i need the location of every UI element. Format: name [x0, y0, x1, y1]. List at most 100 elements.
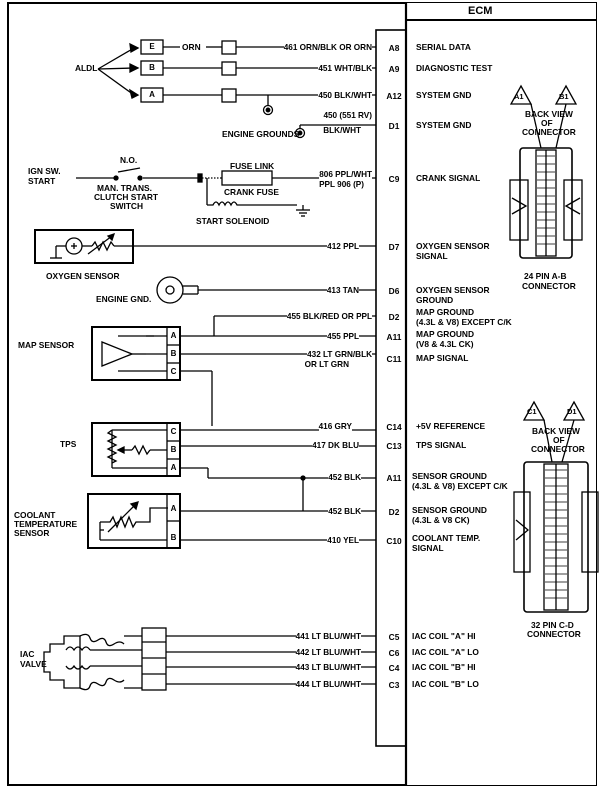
wire-label: 417 DK BLU: [312, 441, 359, 450]
ecm-signal: COOLANT TEMP.: [412, 533, 481, 543]
tps-pin-b: B: [170, 445, 177, 454]
connector-cd-caption-1: 32 PIN C-D: [531, 620, 574, 630]
ecm-signal: SENSOR GROUND: [412, 471, 487, 481]
aldl-pin-a: A: [149, 90, 155, 99]
wire-label: 444 LT BLU/WHT: [295, 680, 361, 689]
iac-label-2: VALVE: [20, 659, 47, 669]
wire-label: 450 (551 RV): [323, 111, 372, 120]
start-solenoid-label: START SOLENOID: [196, 216, 270, 226]
tps-pin-a: A: [170, 463, 177, 472]
tps-label: TPS: [60, 439, 77, 449]
no-label: N.O.: [120, 155, 138, 165]
wire-label: 455 PPL: [327, 332, 359, 341]
engine-grounds-label: ENGINE GROUNDS: [222, 129, 300, 139]
crank-fuse-label: CRANK FUSE: [224, 187, 279, 197]
wire-label: 461 ORN/BLK OR ORN: [283, 43, 372, 52]
wire-label-2: OR LT GRN: [304, 360, 349, 369]
engine-gnd-label: ENGINE GND.: [96, 294, 152, 304]
map-pin-b: B: [170, 349, 177, 358]
connector-cd-caption-2: CONNECTOR: [527, 629, 581, 639]
tps-pin-c: C: [170, 427, 177, 436]
map-sensor-label: MAP SENSOR: [18, 340, 75, 350]
aldl-orn-label: ORN: [182, 42, 201, 52]
oxygen-sensor-label: OXYGEN SENSOR: [46, 271, 120, 281]
aldl-pin-b: B: [149, 63, 155, 72]
ecm-pin: A8: [388, 43, 400, 53]
man-trans-label-1: MAN. TRANS.: [97, 183, 152, 193]
ecm-signal: SERIAL DATA: [416, 42, 471, 52]
ecm-pin: A11: [386, 332, 402, 342]
connector-ab-caption-2: CONNECTOR: [522, 281, 576, 291]
ecm-pin: A11: [386, 473, 402, 483]
man-trans-label-3: SWITCH: [110, 201, 144, 211]
aldl-label: ALDL: [75, 63, 98, 73]
ecm-pin: C6: [388, 648, 400, 658]
cts-pin-b: B: [170, 533, 177, 542]
ecm-pin: C9: [388, 174, 400, 184]
ecm-signal: OXYGEN SENSOR: [416, 241, 490, 251]
connector-ab-back-view-1: BACK VIEW: [525, 109, 573, 119]
man-trans-label-2: CLUTCH START: [94, 192, 159, 202]
ecm-pin: C13: [386, 441, 402, 451]
ecm-pin: D2: [388, 312, 400, 322]
ecm-pin: D6: [388, 286, 400, 296]
wire-label: 412 PPL: [327, 242, 359, 251]
connector-ab-tag-a1: A1: [514, 92, 524, 101]
ecm-signal-2: (4.3L & V8) EXCEPT C/K: [416, 317, 512, 327]
wire-label: 806 PPL/WHT: [319, 170, 372, 179]
ecm-signal-2: GROUND: [416, 295, 454, 305]
wire-label: 416 GRY: [318, 422, 352, 431]
ecm-signal-2: (4.3L & V8 CK): [412, 515, 470, 525]
ecm-pin: C11: [386, 354, 402, 364]
ecm-signal: SYSTEM GND: [416, 120, 472, 130]
ecm-signal: IAC COIL "B" HI: [412, 662, 476, 672]
ecm-signal: TPS SIGNAL: [416, 440, 467, 450]
wire-label: 442 LT BLU/WHT: [295, 648, 361, 657]
ecm-signal: OXYGEN SENSOR: [416, 285, 490, 295]
ecm-pin: C10: [386, 536, 402, 546]
connector-cd-tag-c1: C1: [527, 407, 537, 416]
ecm-signal: IAC COIL "A" HI: [412, 631, 476, 641]
fuse-link-label: FUSE LINK: [230, 161, 275, 171]
ecm-signal: SENSOR GROUND: [412, 505, 487, 515]
ecm-signal-2: (V8 & 4.3L CK): [416, 339, 474, 349]
ecm-signal-2: SIGNAL: [416, 251, 448, 261]
ecm-pin: D7: [388, 242, 400, 252]
coolant-label-2: TEMPERATURE: [14, 519, 78, 529]
connector-cd-tag-d1: D1: [567, 407, 577, 416]
ecm-signal: MAP GROUND: [416, 307, 475, 317]
ecm-signal: CRANK SIGNAL: [416, 173, 481, 183]
connector-cd-back-view-2: OF: [553, 435, 565, 445]
wire-label-2: BLK/WHT: [323, 126, 361, 135]
ecm-pin: C4: [388, 663, 400, 673]
wire-label: 452 BLK: [328, 507, 361, 516]
ecm-signal: MAP SIGNAL: [416, 353, 469, 363]
wire-label-2: PPL 906 (P): [319, 180, 364, 189]
ecm-pin: C5: [388, 632, 400, 642]
wire-label: 413 TAN: [326, 286, 359, 295]
wire-label: 452 BLK: [328, 473, 361, 482]
ecm-signal: SYSTEM GND: [416, 90, 472, 100]
ecm-signal: DIAGNOSTIC TEST: [416, 63, 493, 73]
cts-pin-a: A: [170, 504, 177, 513]
ecm-signal: IAC COIL "B" LO: [412, 679, 479, 689]
connector-ab-back-view-2: OF: [541, 118, 553, 128]
ign-sw-label-2: START: [28, 176, 56, 186]
connector-cd-back-view-3: CONNECTOR: [531, 444, 585, 454]
map-pin-a: A: [170, 331, 177, 340]
ecm-pin: D2: [388, 507, 400, 517]
ecm-signal: IAC COIL "A" LO: [412, 647, 479, 657]
connector-ab-tag-b1: B1: [559, 92, 569, 101]
wire-label: 455 BLK/RED OR PPL: [286, 312, 372, 321]
wire-label: 443 LT BLU/WHT: [295, 663, 361, 672]
coolant-label-3: SENSOR: [14, 528, 50, 538]
ecm-signal-2: SIGNAL: [412, 543, 444, 553]
ecm-pin: D1: [388, 121, 400, 131]
ecm-pin: A9: [388, 64, 400, 74]
connector-ab-caption-1: 24 PIN A-B: [524, 271, 567, 281]
wire-label: 451 WHT/BLK: [318, 64, 372, 73]
connector-ab-back-view-3: CONNECTOR: [522, 127, 576, 137]
ecm-pin: A12: [386, 91, 402, 101]
